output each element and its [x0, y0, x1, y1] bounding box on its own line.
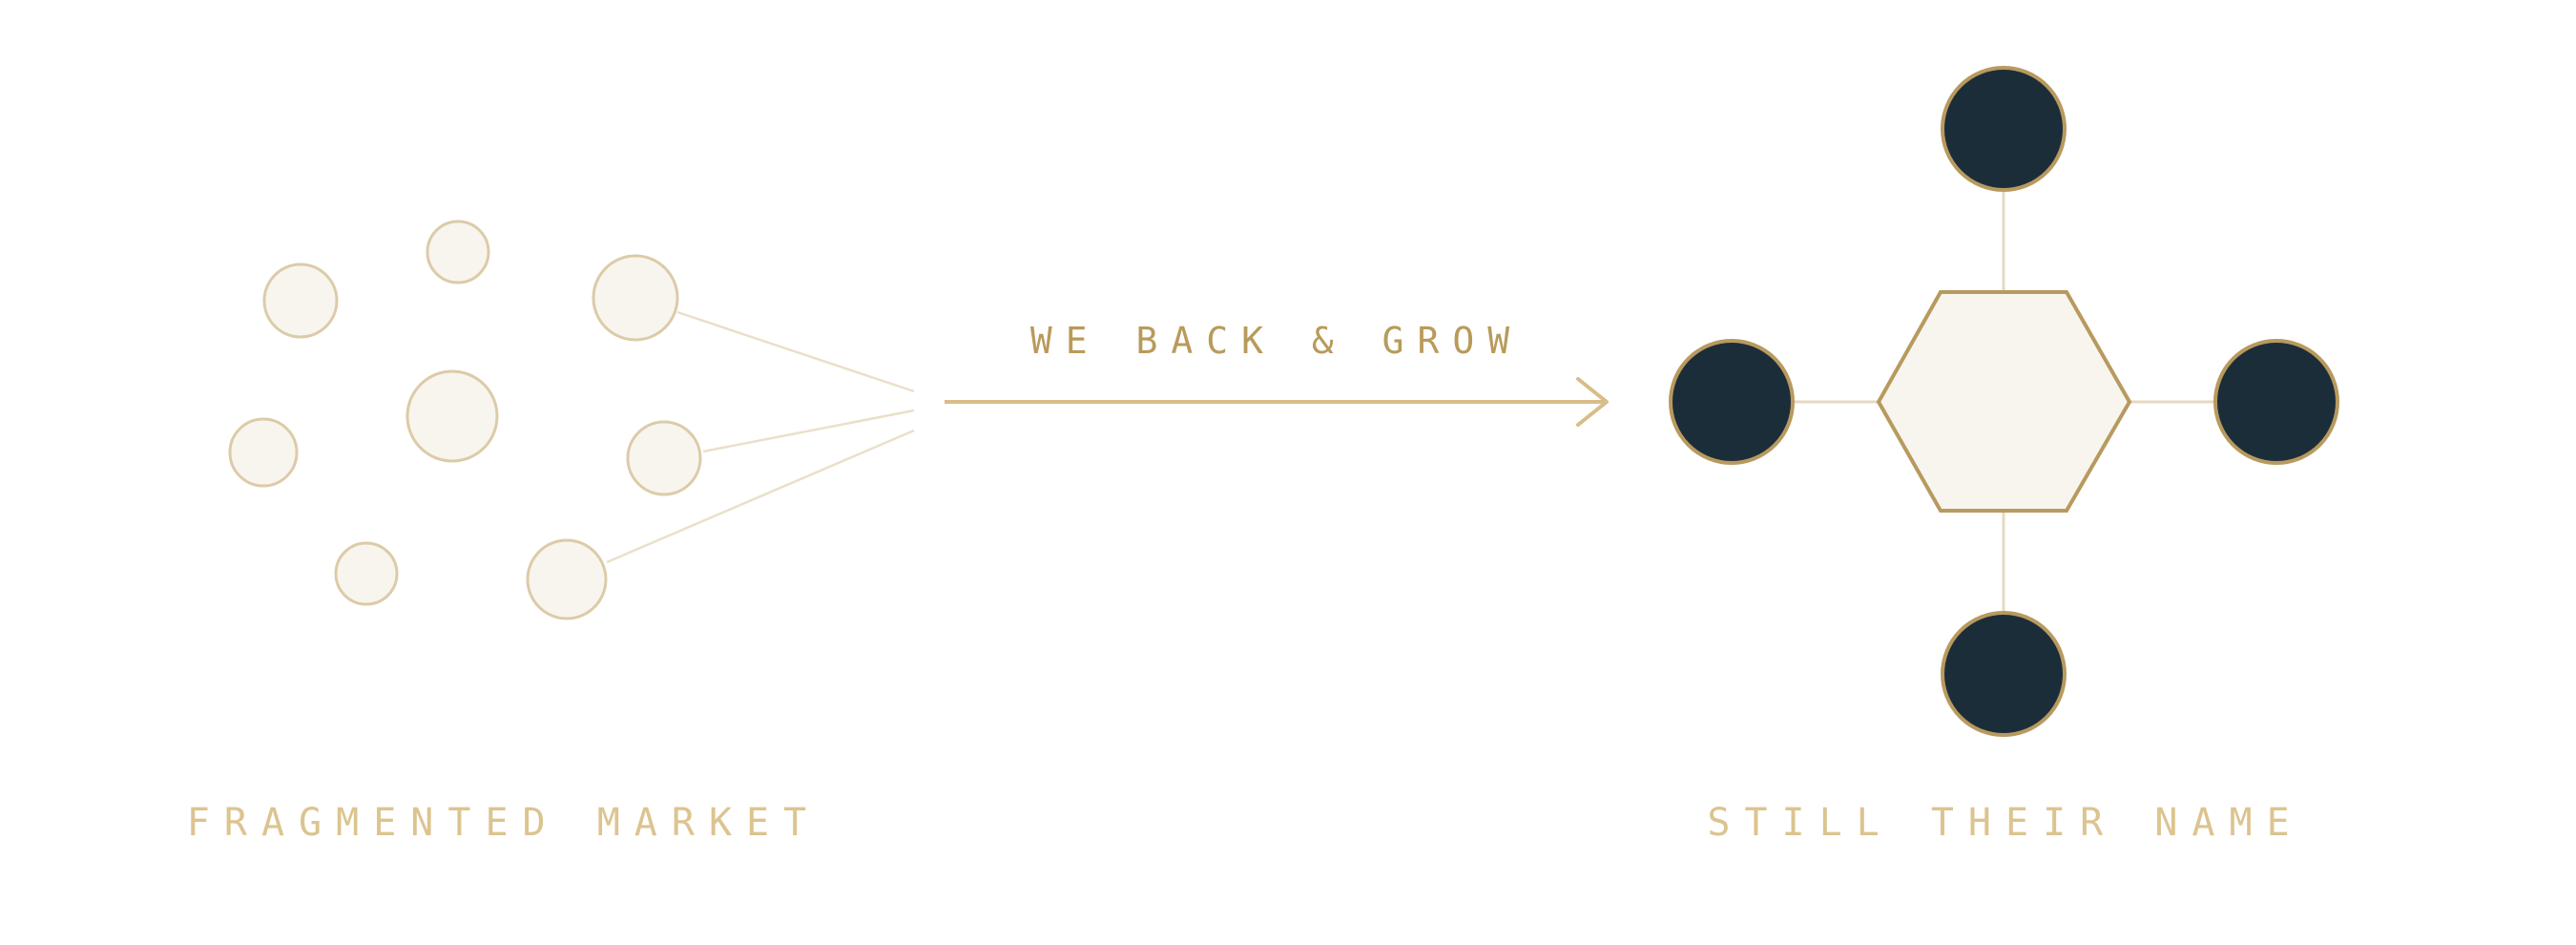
- brand-node-top: [1941, 66, 2067, 192]
- platform-hexagon: [1876, 290, 2132, 513]
- market-circle-5: [228, 417, 299, 488]
- market-circle-8: [526, 538, 608, 620]
- market-circle-2: [426, 220, 490, 284]
- left-caption: FRAGMENTED MARKET: [187, 801, 821, 845]
- market-circle-3: [592, 254, 679, 342]
- brand-node-right: [2213, 339, 2339, 465]
- brand-node-left: [1669, 339, 1795, 465]
- converging-line-bottom: [606, 429, 915, 564]
- consolidated-platform: [1669, 66, 2339, 737]
- right-caption: STILL THEIR NAME: [1707, 801, 2303, 845]
- converging-line-middle: [702, 409, 915, 453]
- brand-node-bottom: [1941, 611, 2067, 737]
- transition-arrow: [945, 377, 1609, 427]
- fragmented-market-cluster: [228, 220, 915, 620]
- market-circle-4: [405, 369, 499, 463]
- market-circle-7: [334, 541, 399, 606]
- arrow-label: WE BACK & GROW: [1030, 320, 1523, 362]
- arrow-head: [1576, 377, 1609, 427]
- market-circle-6: [626, 420, 702, 496]
- converging-line-top: [676, 310, 915, 393]
- market-circle-1: [262, 262, 339, 339]
